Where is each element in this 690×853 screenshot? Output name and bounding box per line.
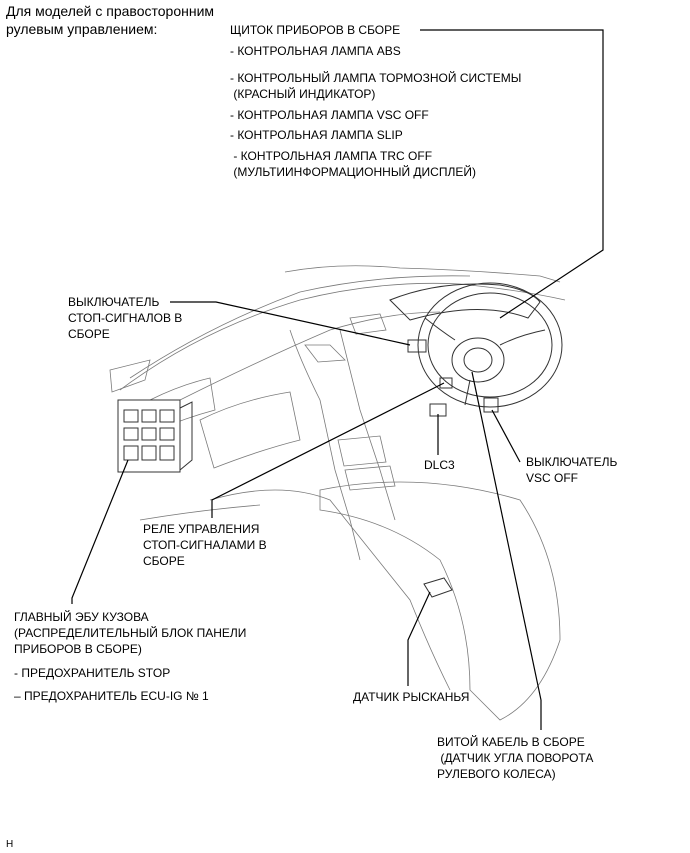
- leader-stop-relay: [211, 382, 445, 518]
- fuse-box: [117, 399, 193, 473]
- body-ecu-label-1: ГЛАВНЫЙ ЭБУ КУЗОВА: [14, 610, 149, 624]
- spiral-cable-label-3: РУЛЕВОГО КОЛЕСА): [437, 767, 556, 781]
- vsc-switch-label-1: ВЫКЛЮЧАТЕЛЬ: [526, 455, 618, 469]
- fuse-stop-label: - ПРЕДОХРАНИТЕЛЬ STOP: [14, 666, 171, 680]
- header-line-2: рулевым управлением:: [6, 21, 158, 37]
- dlc3-label: DLC3: [424, 458, 455, 472]
- steering-wheel: [417, 282, 563, 408]
- spiral-cable-label-2: (ДАТЧИК УГЛА ПОВОРОТА: [437, 751, 594, 765]
- vsc-switch-label-2: VSC OFF: [526, 471, 579, 485]
- spiral-cable-label-1: ВИТОЙ КАБЕЛЬ В СБОРЕ: [437, 735, 585, 749]
- meter-item-abs: - КОНТРОЛЬНАЯ ЛАМПА ABS: [230, 44, 401, 58]
- meter-item-multi-display: (МУЛЬТИИНФОРМАЦИОННЫЙ ДИСПЛЕЙ): [230, 165, 476, 179]
- meter-item-trc-off: - КОНТРОЛЬНАЯ ЛАМПА TRC OFF: [230, 149, 433, 163]
- meter-item-brake: - КОНТРОЛЬНЫЙ ЛАМПА ТОРМОЗНОЙ СИСТЕМЫ: [230, 71, 522, 85]
- leader-body-ecu: [71, 459, 129, 604]
- stop-switch-label-2: СТОП-СИГНАЛОВ В: [68, 311, 183, 325]
- leader-spiral-cable: [471, 371, 542, 730]
- yaw-sensor-label: ДАТЧИК РЫСКАНЬЯ: [353, 690, 470, 704]
- body-ecu-label-3: ПРИБОРОВ В СБОРЕ): [14, 642, 142, 656]
- leader-yaw-sensor: [407, 591, 431, 686]
- leader-meter: [420, 29, 604, 319]
- vsc-off-switch: [483, 397, 499, 413]
- stop-relay: [439, 377, 453, 389]
- header-line-1: Для моделей с правосторонним: [6, 3, 215, 19]
- instrument-cluster: [389, 283, 541, 321]
- meter-title: ЩИТОК ПРИБОРОВ В СБОРЕ: [230, 23, 401, 37]
- meter-item-vsc-off: - КОНТРОЛЬНАЯ ЛАМПА VSC OFF: [230, 108, 429, 122]
- glove-box: [199, 391, 301, 469]
- stop-relay-label-1: РЕЛЕ УПРАВЛЕНИЯ: [143, 522, 260, 536]
- body-ecu-label-2: (РАСПРЕДЕЛИТЕЛЬНЫЙ БЛОК ПАНЕЛИ: [14, 626, 247, 640]
- lower-console: [319, 481, 561, 721]
- center-console: [289, 329, 361, 561]
- leader-vsc-switch: [491, 409, 521, 463]
- stop-switch-label-1: ВЫКЛЮЧАТЕЛЬ: [68, 295, 160, 309]
- stop-switch-label-3: СБОРЕ: [68, 327, 110, 341]
- yaw-rate-sensor: [423, 577, 453, 598]
- stop-light-switch: [407, 339, 427, 353]
- fuse-ecu-ig-label: – ПРЕДОХРАНИТЕЛЬ ECU-IG № 1: [14, 689, 209, 703]
- stop-relay-label-3: СБОРЕ: [143, 554, 185, 568]
- meter-item-slip: - КОНТРОЛЬНАЯ ЛАМПА SLIP: [230, 128, 403, 142]
- meter-item-brake-red: (КРАСНЫЙ ИНДИКАТОР): [230, 87, 376, 101]
- dash-top-outline: [119, 282, 566, 391]
- leader-stop-switch: [170, 301, 411, 346]
- stop-relay-label-2: СТОП-СИГНАЛАМИ В: [143, 538, 267, 552]
- windshield-outline: [284, 265, 561, 283]
- footer-code: H: [6, 839, 14, 850]
